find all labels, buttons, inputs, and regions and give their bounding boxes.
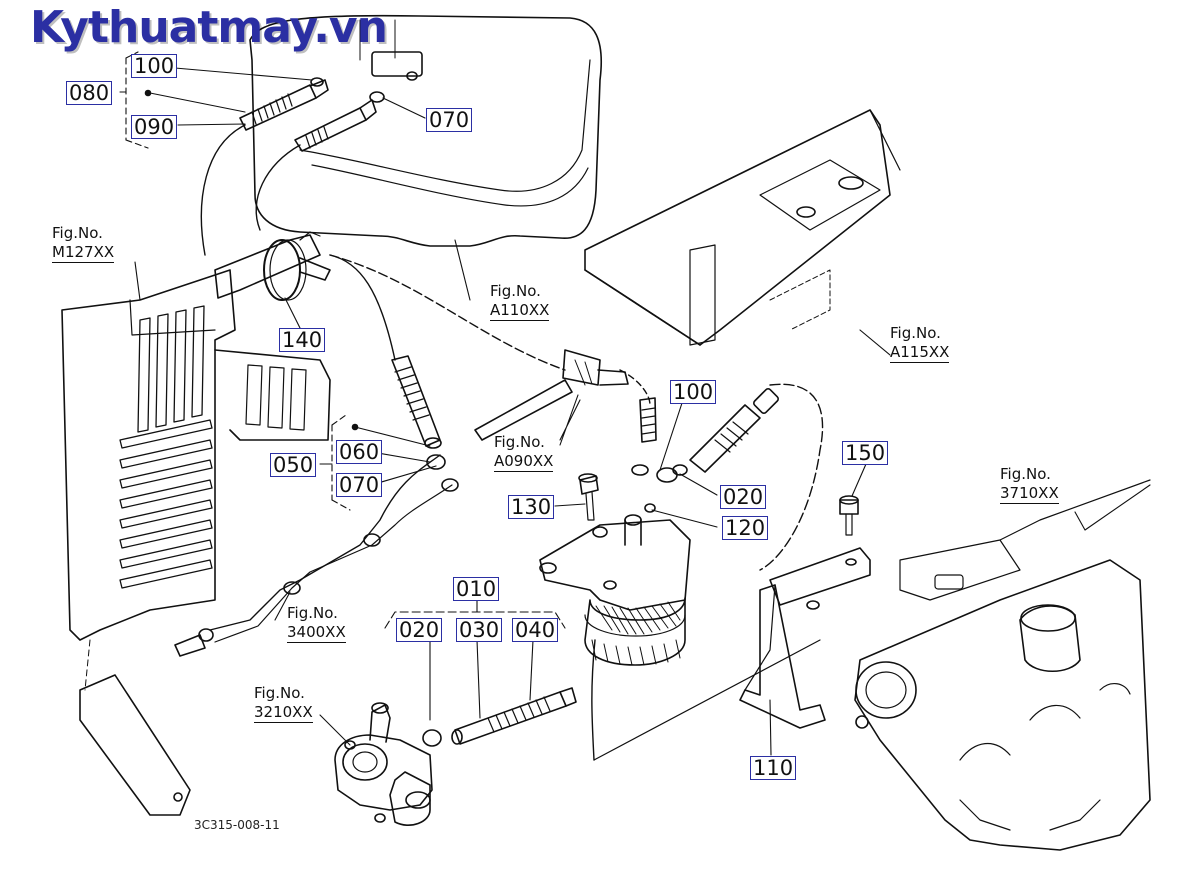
part-label-100-mid[interactable]: 100 xyxy=(670,380,717,404)
fig-ref-a110[interactable]: Fig.No. A110XX xyxy=(490,282,550,321)
fig-ref-m127[interactable]: Fig.No. M127XX xyxy=(52,224,115,263)
hose-clamp-bracket xyxy=(214,231,331,301)
fuel-filter-120 xyxy=(539,503,691,666)
fig-ref-3710-code: 3710XX xyxy=(1000,484,1059,504)
part-label-130[interactable]: 130 xyxy=(508,495,555,519)
fig-ref-a090-label: Fig.No. xyxy=(494,433,545,451)
pipe-3400 xyxy=(174,478,459,657)
fig-ref-a090-code: A090XX xyxy=(494,452,554,472)
fig-ref-a090[interactable]: Fig.No. A090XX xyxy=(494,433,554,472)
fuel-pump-3210 xyxy=(334,702,433,826)
fuel-hose-030 xyxy=(422,687,577,747)
fig-ref-3400-label: Fig.No. xyxy=(287,604,338,622)
part-label-110[interactable]: 110 xyxy=(750,756,797,780)
fuel-hose-upper-right xyxy=(631,388,779,483)
side-shield-louvred xyxy=(61,269,331,816)
leader-lines xyxy=(119,51,1151,756)
part-label-040[interactable]: 040 xyxy=(512,618,559,642)
fig-ref-3710[interactable]: Fig.No. 3710XX xyxy=(1000,465,1059,504)
drawing-code: 3C315-008-11 xyxy=(194,818,280,832)
fig-ref-3710-label: Fig.No. xyxy=(1000,465,1051,483)
part-label-070-mid[interactable]: 070 xyxy=(336,473,383,497)
part-label-090[interactable]: 090 xyxy=(131,115,178,139)
part-label-070-top[interactable]: 070 xyxy=(426,108,473,132)
part-label-140[interactable]: 140 xyxy=(279,328,326,352)
fuel-hose-060 xyxy=(351,355,446,470)
bolt-150 xyxy=(839,495,859,536)
part-label-020-bottom[interactable]: 020 xyxy=(396,618,443,642)
fuel-hose-090 xyxy=(144,71,418,152)
fig-ref-3210[interactable]: Fig.No. 3210XX xyxy=(254,684,313,723)
fig-ref-a115-label: Fig.No. xyxy=(890,324,941,342)
fig-ref-a115[interactable]: Fig.No. A115XX xyxy=(890,324,950,363)
frame-plate xyxy=(584,109,901,346)
part-label-100-top[interactable]: 100 xyxy=(131,54,178,78)
watermark-logo: Kythuatmay.vn xyxy=(30,2,388,53)
bolt-130 xyxy=(578,473,599,521)
intake-manifold xyxy=(854,539,1151,851)
fig-ref-m127-label: Fig.No. xyxy=(52,224,103,242)
fig-ref-3210-label: Fig.No. xyxy=(254,684,305,702)
part-label-010[interactable]: 010 xyxy=(453,577,500,601)
fig-ref-3210-code: 3210XX xyxy=(254,703,313,723)
part-label-080[interactable]: 080 xyxy=(66,81,113,105)
part-label-030[interactable]: 030 xyxy=(456,618,503,642)
fig-ref-a115-code: A115XX xyxy=(890,343,950,363)
fig-ref-3400[interactable]: Fig.No. 3400XX xyxy=(287,604,346,643)
fig-ref-m127-code: M127XX xyxy=(52,243,115,263)
fig-ref-a110-code: A110XX xyxy=(490,301,550,321)
hose-a090 xyxy=(474,349,629,441)
part-label-150[interactable]: 150 xyxy=(842,441,889,465)
fig-ref-a110-label: Fig.No. xyxy=(490,282,541,300)
fig-ref-3400-code: 3400XX xyxy=(287,623,346,643)
part-label-050[interactable]: 050 xyxy=(270,453,317,477)
part-label-060[interactable]: 060 xyxy=(336,440,383,464)
part-label-020-right[interactable]: 020 xyxy=(720,485,767,509)
bracket-110 xyxy=(739,547,871,729)
fuel-tank xyxy=(249,14,602,247)
part-label-120[interactable]: 120 xyxy=(722,516,769,540)
